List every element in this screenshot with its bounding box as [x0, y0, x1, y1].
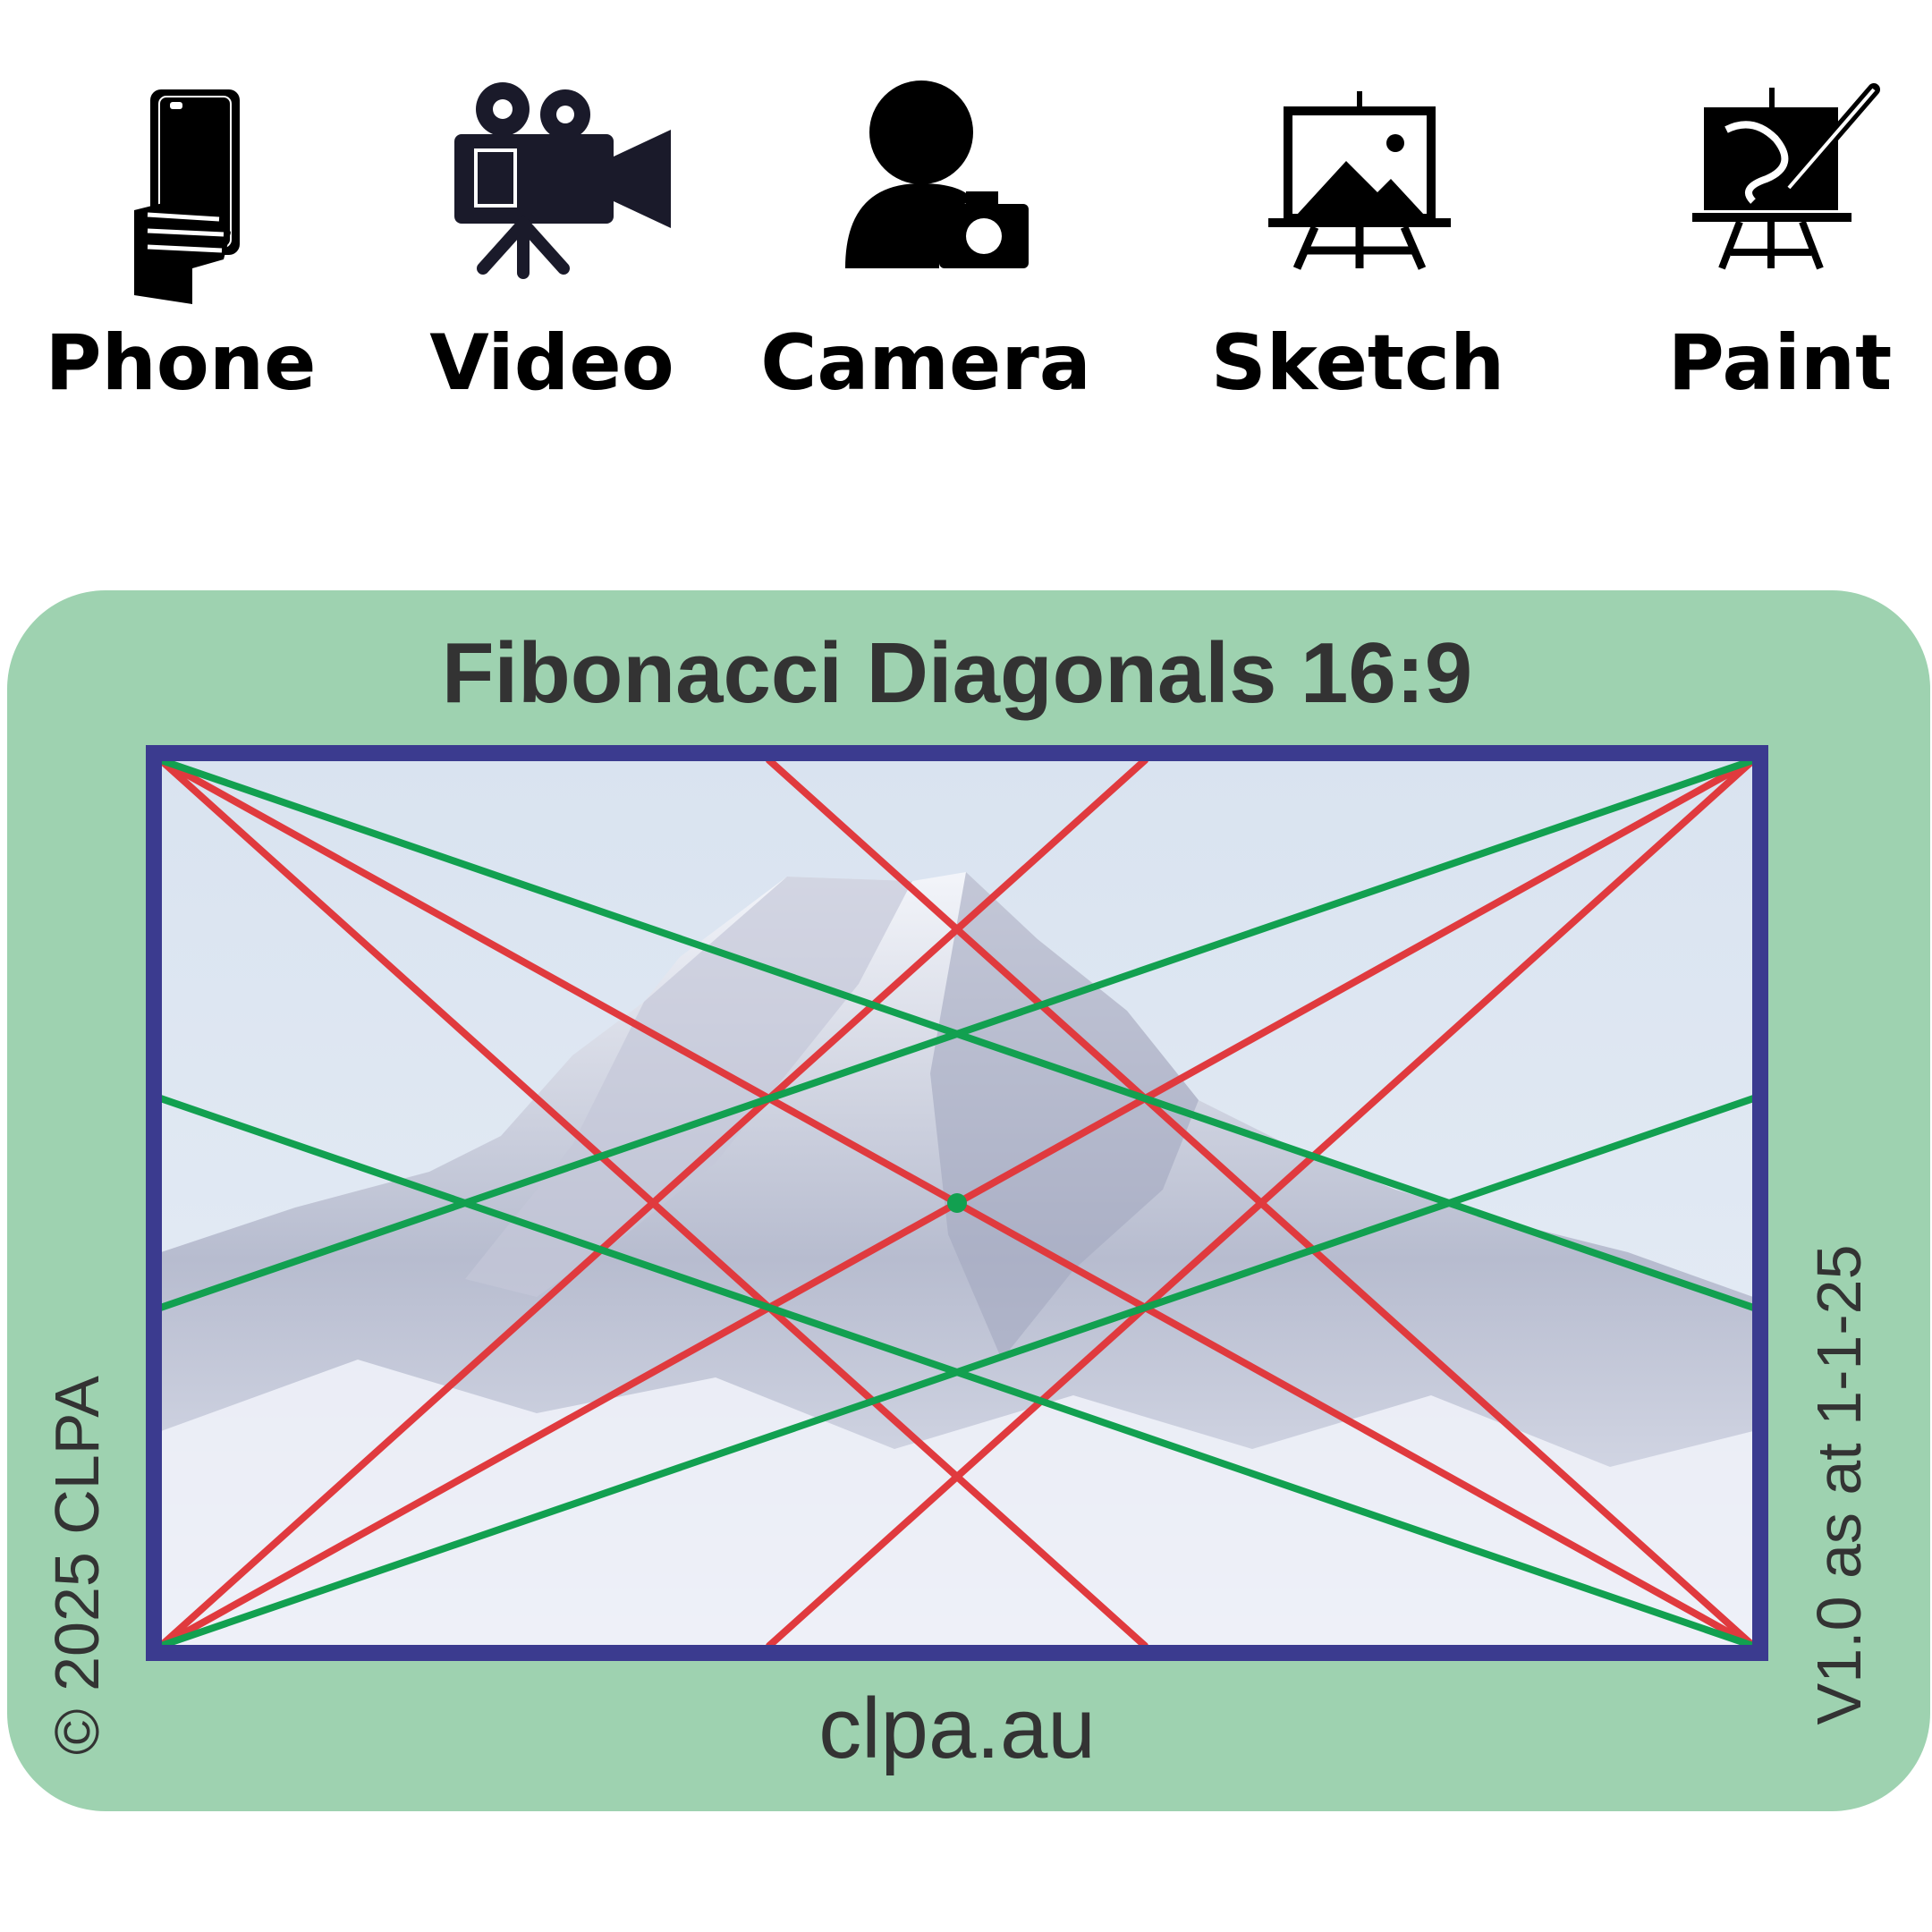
red-fib-diagonal-3 [765, 757, 1757, 1649]
green-fib-diagonal-2 [157, 757, 1757, 1311]
icon-label-camera: Camera [760, 318, 1091, 408]
icon-label-phone: Phone [46, 318, 317, 408]
frame-border [146, 745, 1768, 1661]
paint-easel-icon [1692, 83, 1880, 270]
icon-label-video: Video [429, 318, 674, 408]
center-point [947, 1193, 967, 1213]
version-text: V1.0 as at 1-1-25 [1804, 1245, 1874, 1725]
sketch-easel-icon [1268, 91, 1451, 270]
copyright-text: © 2025 CLPA [42, 1376, 112, 1755]
diagonal-guides [157, 757, 1757, 1649]
red-fib-diagonal-4 [157, 757, 1149, 1649]
card-title: Fibonacci Diagonals 16:9 [442, 625, 1472, 721]
green-fib-diagonal-4 [157, 1095, 1757, 1649]
icon-label-paint: Paint [1668, 318, 1893, 408]
card-footer-url: clpa.au [818, 1681, 1096, 1776]
phone-in-hand-icon [134, 89, 240, 304]
photographer-icon [845, 80, 1029, 268]
film-camera-icon [454, 82, 671, 279]
icon-label-sketch: Sketch [1211, 318, 1504, 408]
